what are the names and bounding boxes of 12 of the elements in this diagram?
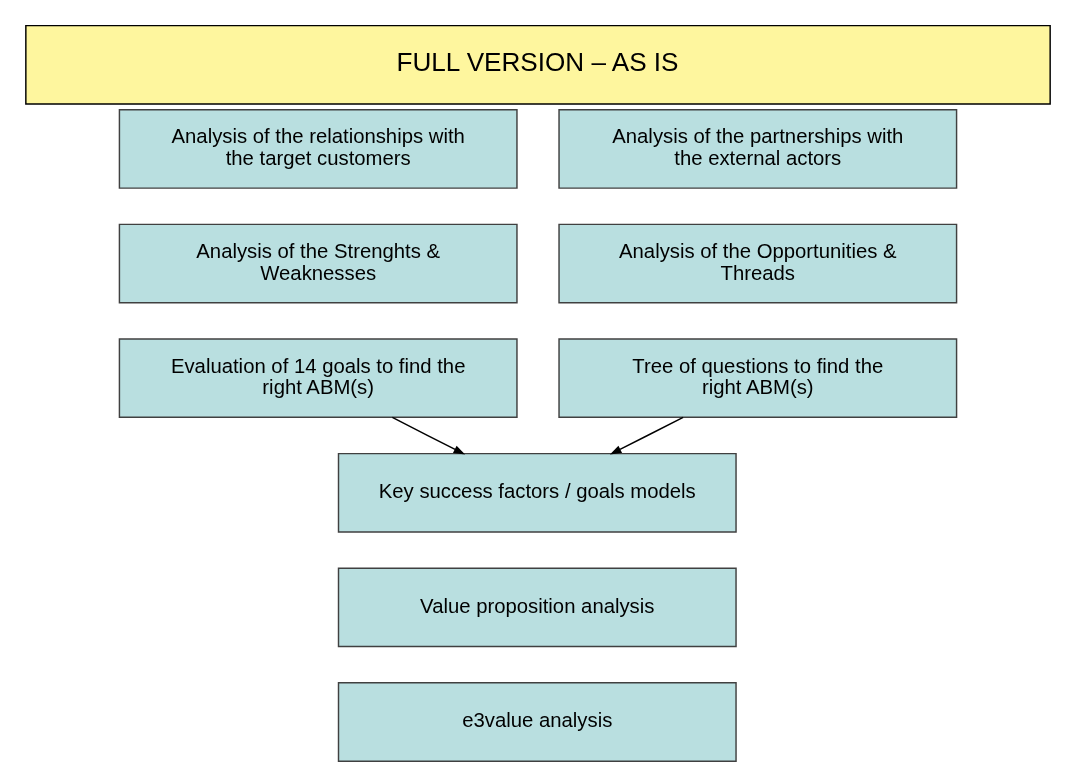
node-box: Analysis of the relationships with the target customers xyxy=(118,108,518,189)
node-box: Key success factors / goals models xyxy=(337,452,737,533)
node-box: Analysis of the Opportunities & Threads xyxy=(558,223,958,303)
node-box: Tree of questions to find the right ABM(s) xyxy=(558,337,958,418)
arrow xyxy=(609,416,684,455)
node-box: Analysis of the Strenghts & Weaknesses xyxy=(118,223,518,303)
arrow xyxy=(391,416,466,455)
node-box: Evaluation of 14 goals to find the right ABM(s) xyxy=(118,337,518,418)
node-box: e3value analysis xyxy=(337,681,737,762)
node-box: Value proposition analysis xyxy=(337,567,737,647)
node-box: Analysis of the partnerships with the external actors xyxy=(558,108,958,189)
diagram-title: FULL VERSION – AS IS xyxy=(396,46,679,77)
